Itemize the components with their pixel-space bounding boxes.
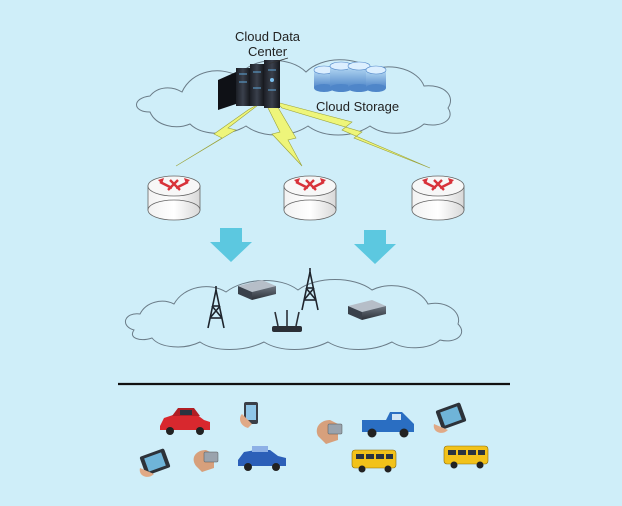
datacenter-leader-line <box>267 57 289 65</box>
blue-pickup-truck-icon <box>362 412 414 438</box>
yellow-bus-icon <box>351 449 397 473</box>
storage-label: Cloud Storage <box>316 99 399 114</box>
server-blade-icon <box>238 280 276 300</box>
lightning-bolt-3 <box>275 101 431 169</box>
lightning-bolt-1 <box>175 101 263 167</box>
server-rack-icon <box>218 60 280 110</box>
hand-device-icon <box>316 420 343 444</box>
lightning-bolt-2 <box>265 103 303 167</box>
database-cluster-icon <box>313 61 387 92</box>
router-icon <box>147 175 201 221</box>
datacenter-label-line2: Center <box>248 44 288 59</box>
wifi-router-icon <box>272 310 302 332</box>
tablet-icon <box>139 448 171 477</box>
yellow-bus-icon <box>443 445 489 469</box>
cell-tower-icon <box>207 286 225 329</box>
hand-device-icon <box>193 450 219 472</box>
datacenter-label-line1: Cloud Data <box>235 29 301 44</box>
router-icon <box>283 175 337 221</box>
smartphone-icon <box>240 402 258 428</box>
red-car-icon <box>160 408 210 435</box>
tablet-icon <box>433 402 467 433</box>
arrow-down-icon <box>210 228 252 262</box>
server-blade-icon <box>348 300 386 320</box>
router-icon <box>411 175 465 221</box>
edge-cloud <box>125 279 463 350</box>
blue-car-icon <box>238 446 286 471</box>
arrow-down-icon <box>354 230 396 264</box>
cell-tower-icon <box>301 268 319 311</box>
